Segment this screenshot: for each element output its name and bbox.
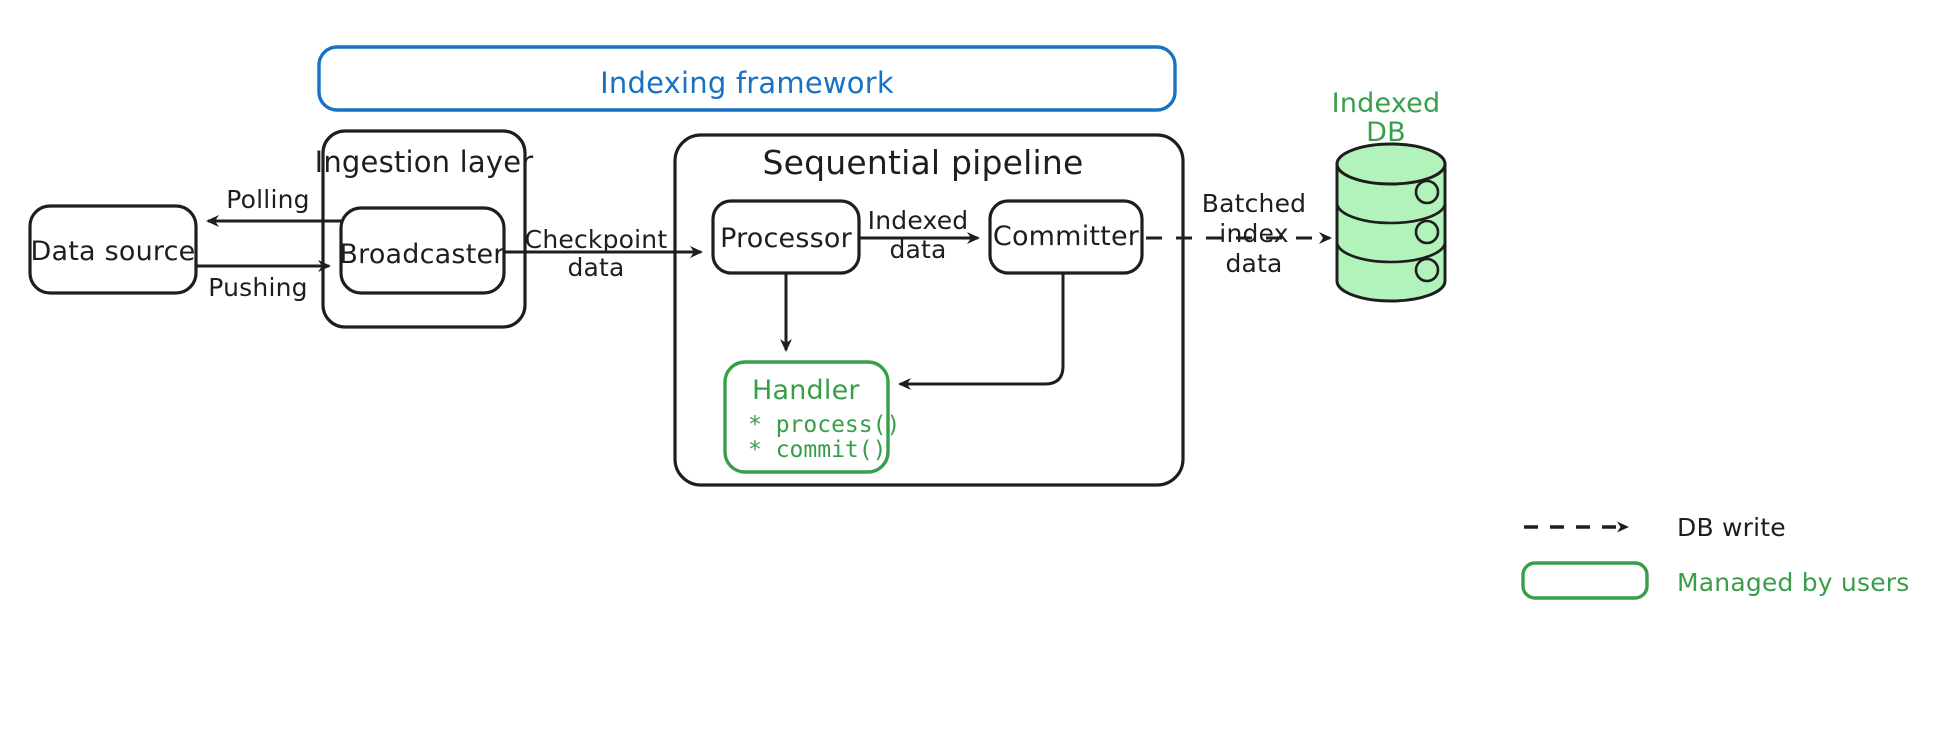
broadcaster-label: Broadcaster bbox=[339, 239, 505, 270]
handler-method-process: * process() bbox=[748, 412, 901, 438]
handler-method-commit: * commit() bbox=[748, 437, 887, 463]
indexed-data-label-line1: Indexed bbox=[867, 206, 969, 235]
db-indicator-dot bbox=[1414, 179, 1440, 205]
indexed-db-label-line1: Indexed bbox=[1331, 88, 1441, 119]
sequential-pipeline-label: Sequential pipeline bbox=[762, 143, 1084, 182]
indexed-data-label-line2: data bbox=[889, 235, 947, 264]
batched-index-data-label-line2: index bbox=[1219, 219, 1289, 248]
ingestion-layer-label: Ingestion layer bbox=[314, 145, 534, 179]
db-indicator-dot bbox=[1414, 219, 1440, 245]
polling-label: Polling bbox=[226, 185, 310, 214]
checkpoint-data-label-line2: data bbox=[567, 253, 625, 282]
committer-box[interactable] bbox=[988, 199, 1144, 275]
data-source-box[interactable] bbox=[28, 204, 198, 295]
handler-label: Handler bbox=[752, 375, 860, 406]
data-source-label: Data source bbox=[30, 236, 196, 267]
db-indicator-dot bbox=[1414, 257, 1440, 283]
indexing-framework-label: Indexing framework bbox=[600, 66, 894, 100]
processor-label: Processor bbox=[720, 223, 852, 254]
committer-to-handler-arrow bbox=[898, 273, 1065, 390]
pushing-label: Pushing bbox=[208, 273, 308, 302]
indexed-db-cylinder[interactable] bbox=[1335, 142, 1447, 303]
indexed-db-label-line2: DB bbox=[1366, 117, 1406, 148]
committer-label: Committer bbox=[992, 221, 1140, 252]
legend-label-managed-by-users: Managed by users bbox=[1677, 568, 1910, 597]
checkpoint-data-label-line1: Checkpoint bbox=[524, 225, 668, 254]
handler-box[interactable] bbox=[723, 360, 890, 474]
batched-index-data-label-line1: Batched bbox=[1201, 189, 1307, 218]
indexing-framework-box bbox=[317, 45, 1177, 112]
batched-index-data-label-line3: data bbox=[1225, 249, 1283, 278]
legend-green-box-icon bbox=[1521, 561, 1649, 600]
legend-label-db-write: DB write bbox=[1677, 513, 1786, 542]
